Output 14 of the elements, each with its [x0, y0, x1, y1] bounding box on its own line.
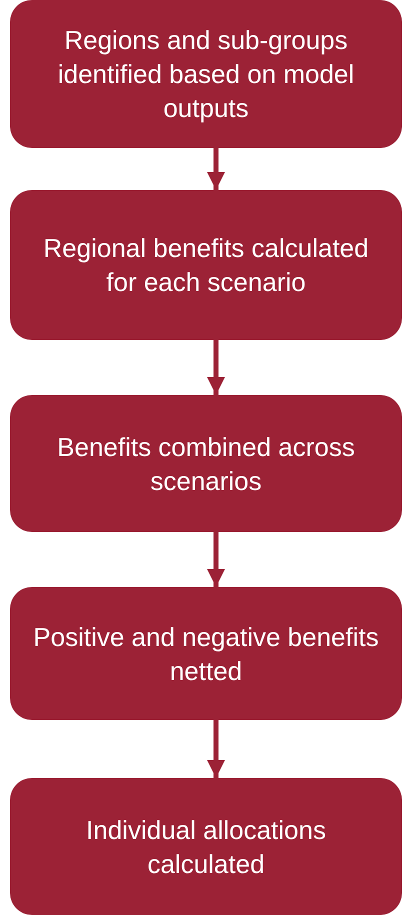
step-text: Positive and negative benefits netted — [32, 620, 380, 688]
step-text: Regional benefits calculated for each scenario — [42, 232, 370, 299]
arrow — [207, 148, 225, 190]
process-box — [10, 587, 402, 720]
step-text: Regions and sub-groups identified based on model outputs — [56, 24, 356, 125]
step-text: Individual allocations calculated — [85, 814, 327, 880]
arrow — [207, 532, 225, 587]
process-box — [10, 395, 402, 532]
arrow — [207, 340, 225, 395]
arrow — [207, 720, 225, 778]
step-text: Benefits combined across scenarios — [56, 430, 356, 498]
process-box — [10, 190, 402, 340]
process-box — [10, 778, 402, 915]
process-box — [10, 0, 402, 148]
